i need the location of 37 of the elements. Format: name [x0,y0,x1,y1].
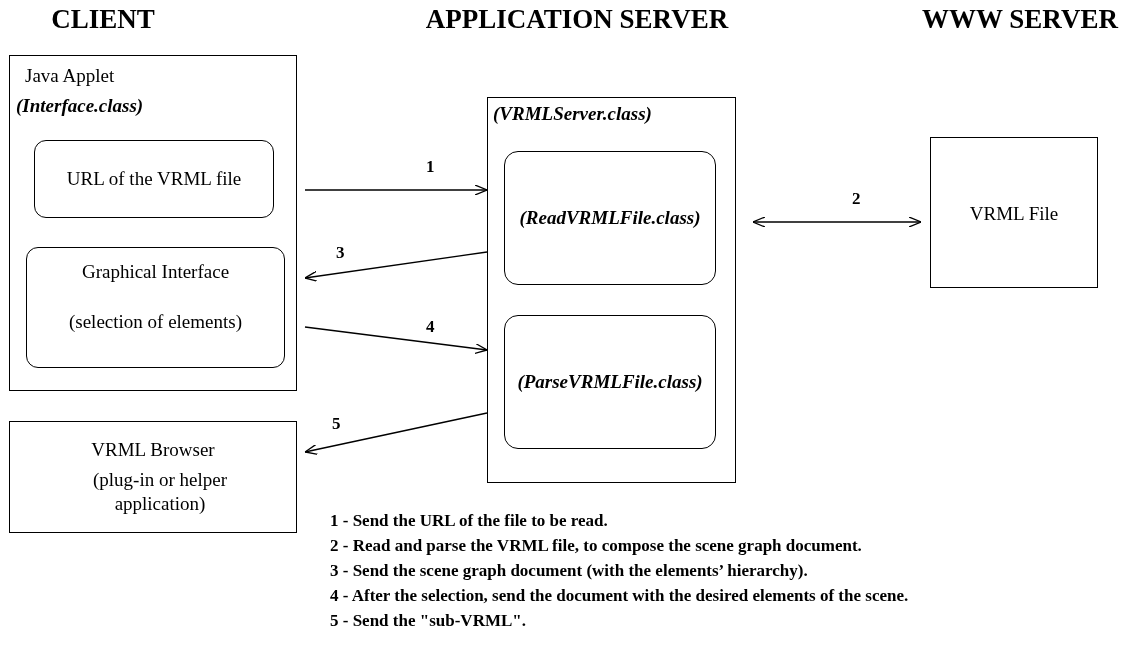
node-label: Graphical Interface [80,260,231,284]
note-text: 5 - Send the "sub-VRML". [330,611,526,631]
edge-label: 5 [330,415,343,432]
edge-label: 4 [424,318,437,335]
rounded-box [504,315,716,449]
arrow [752,216,922,228]
box [9,55,297,391]
node-label: Java Applet [25,64,116,88]
box [930,137,1098,288]
node-label: (VRMLServer.class) [493,102,653,126]
box [487,97,736,483]
node-label: VRML Browser [90,438,216,462]
box [9,421,297,533]
column-heading: CLIENT [51,4,155,35]
node-label: VRML File [968,202,1060,226]
note-text: 3 - Send the scene graph document (with the elements’ hierarchy). [330,561,808,581]
rounded-box [26,247,285,368]
arrow [304,326,488,355]
node-label: URL of the VRML file [65,167,243,191]
note-text: 4 - After the selection, send the document with the desired elements of the scene. [330,586,909,606]
edge-label: 2 [850,190,863,207]
edge-label: 3 [334,244,347,261]
note-text: 1 - Send the URL of the file to be read. [330,511,608,531]
arrow [304,251,488,282]
node-label: (ParseVRMLFile.class) [516,370,704,394]
edge-label: 1 [424,158,437,175]
arrow [304,412,488,455]
node-sublabel: (selection of elements) [67,310,243,334]
column-heading: WWW SERVER [922,4,1118,35]
node-sublabel: (plug-in or helper application) [92,468,228,516]
rounded-box [504,151,716,285]
node-sublabel: (Interface.class) [16,94,145,118]
arrow [304,184,488,196]
note-text: 2 - Read and parse the VRML file, to compose the scene graph document. [330,536,862,556]
column-heading: APPLICATION SERVER [425,4,729,35]
node-label: (ReadVRMLFile.class) [518,206,702,230]
rounded-box [34,140,274,218]
